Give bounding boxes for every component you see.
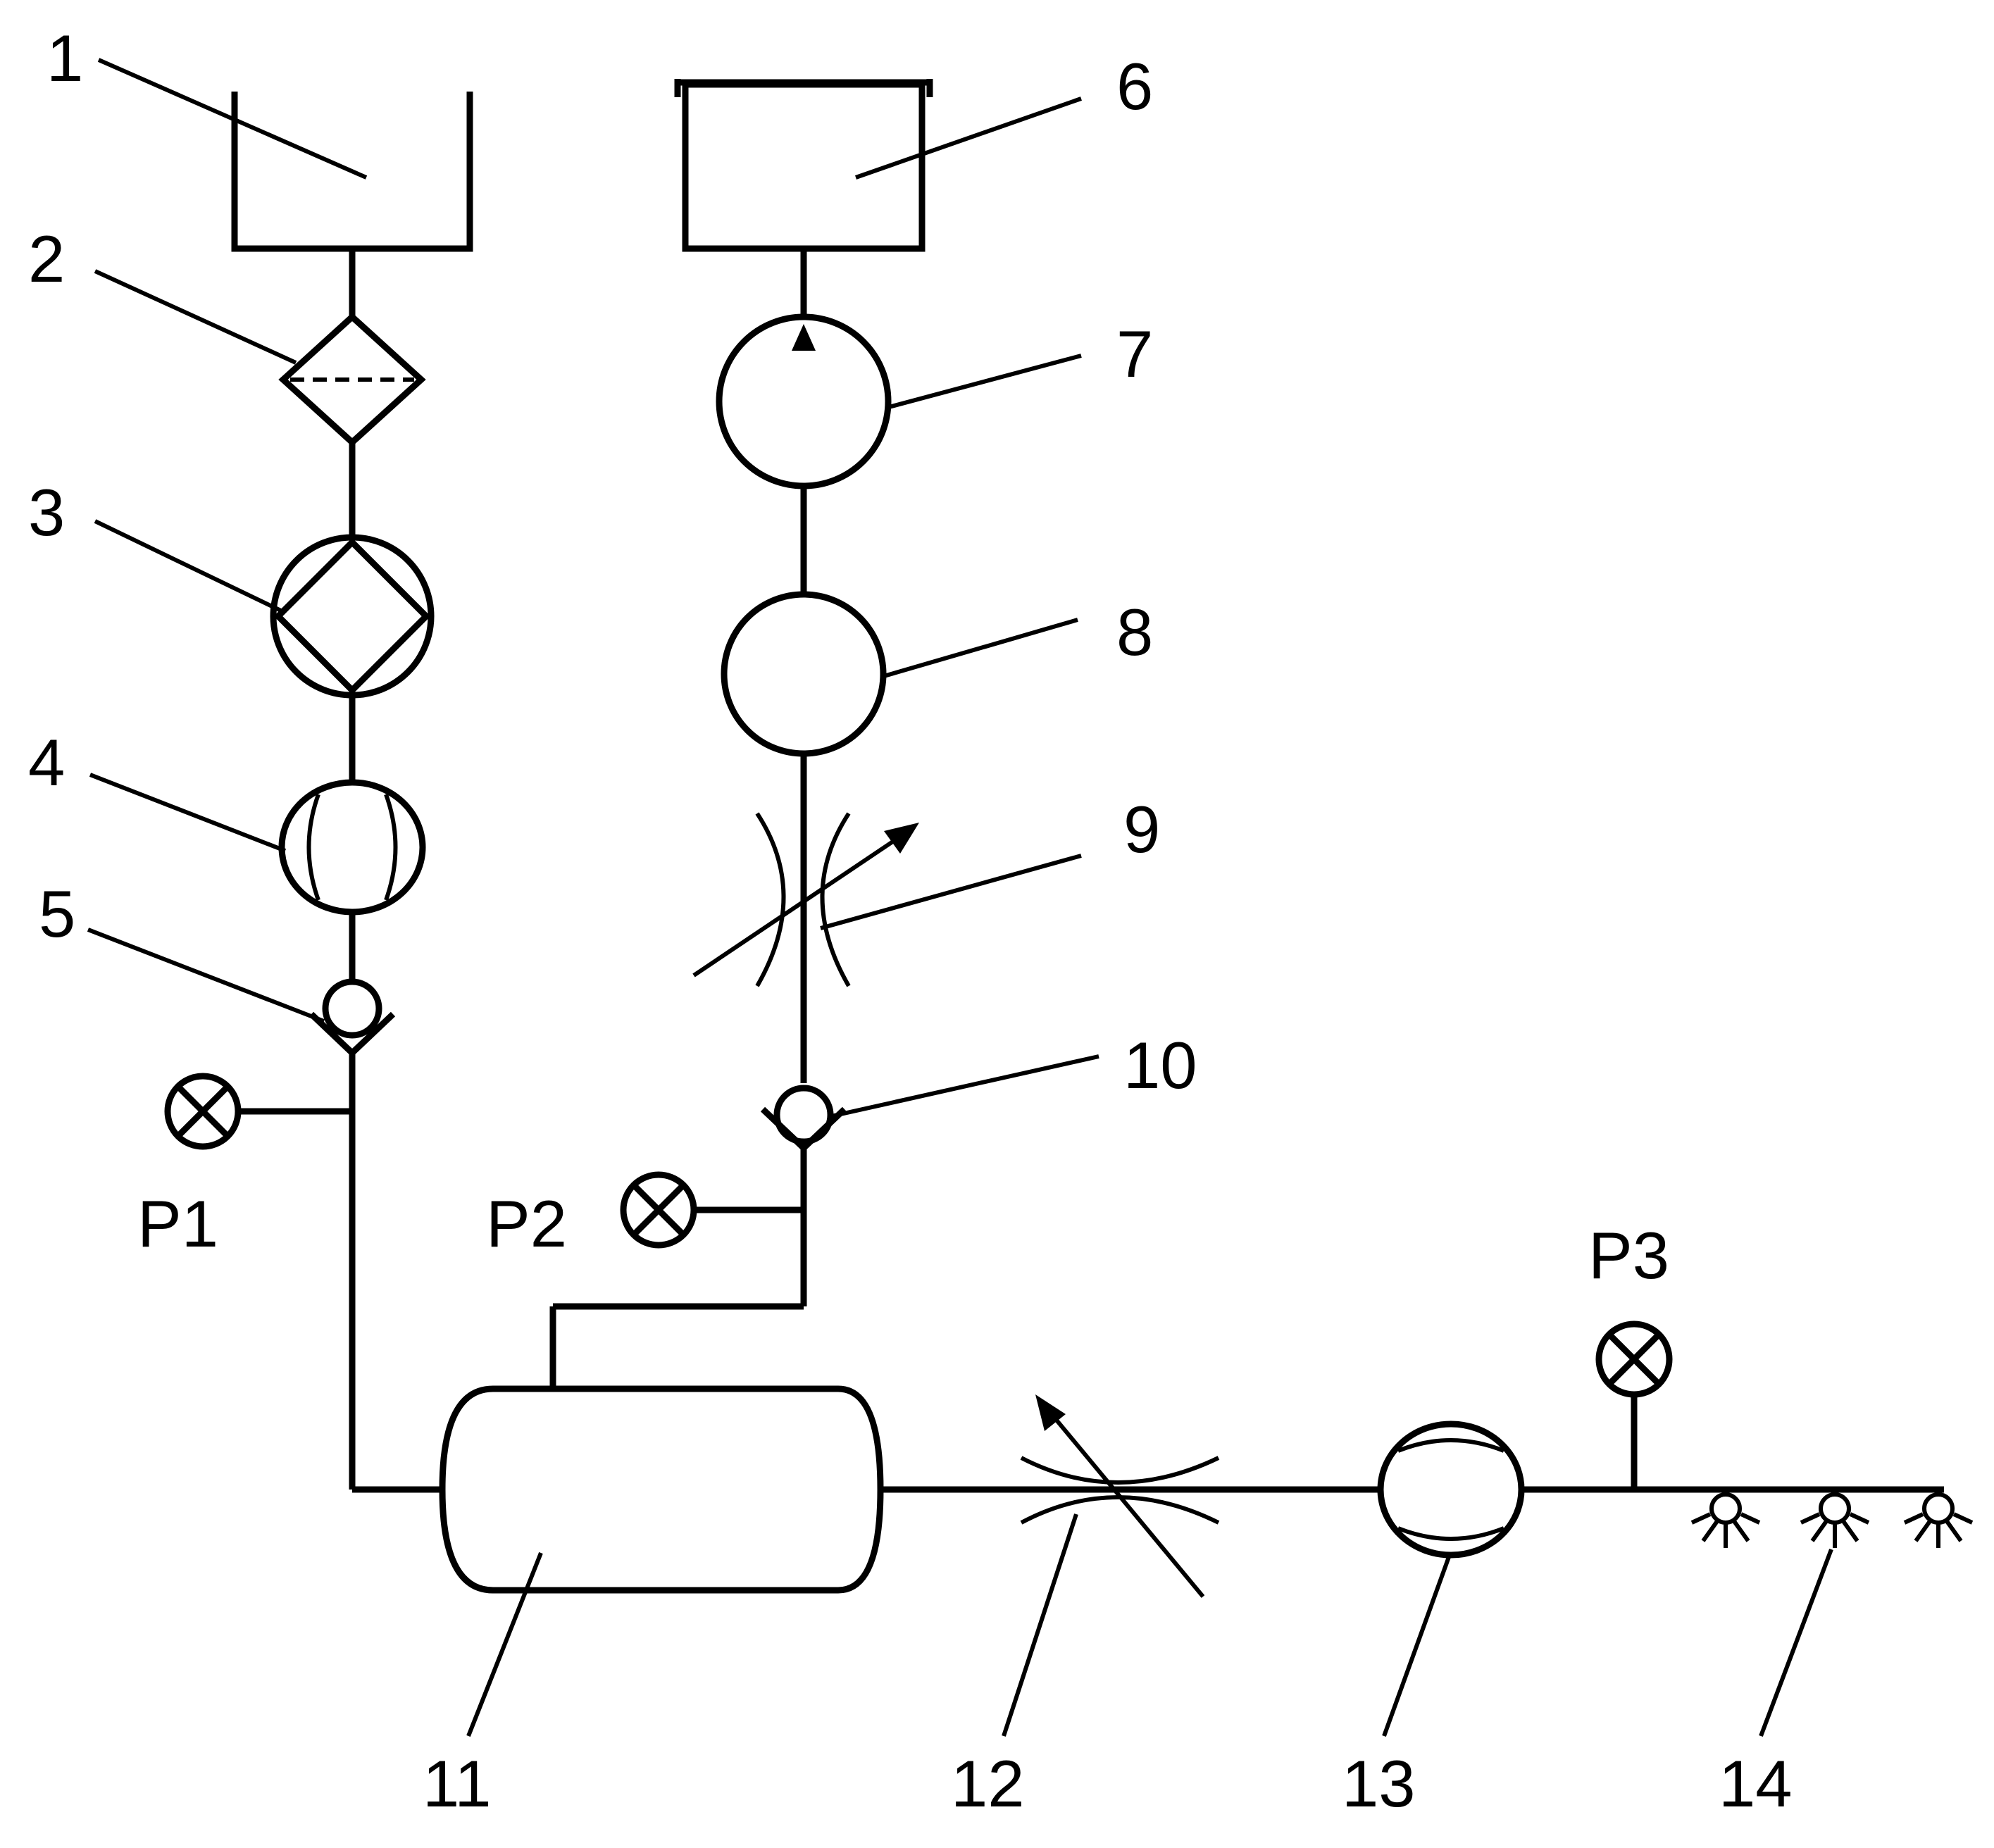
leader-lines — [87, 58, 1833, 1737]
spray-nozzles-14 — [1690, 1492, 1974, 1548]
middle-supply-pipe — [549, 249, 807, 1389]
gauge-label-p3: P3 — [1588, 1218, 1669, 1292]
flowmeter-4 — [278, 779, 426, 916]
label-13: 13 — [1342, 1747, 1416, 1821]
pump-3 — [270, 534, 435, 699]
label-2: 2 — [28, 222, 65, 296]
pressure-gauge-p3 — [1595, 1321, 1673, 1490]
label-7: 7 — [1116, 317, 1153, 391]
nozzle-3 — [1903, 1492, 1974, 1548]
circle-unit-8 — [721, 591, 887, 757]
label-9: 9 — [1123, 792, 1160, 866]
left-supply-pipe — [349, 249, 442, 1493]
compressor-7 — [716, 313, 892, 489]
pressure-gauge-p1 — [164, 1073, 352, 1150]
gauge-label-p1: P1 — [137, 1187, 218, 1261]
label-14: 14 — [1719, 1747, 1793, 1821]
label-3: 3 — [28, 475, 65, 549]
label-10: 10 — [1123, 1028, 1197, 1102]
label-4: 4 — [28, 725, 65, 799]
adjustable-throttle-12 — [1020, 1394, 1220, 1598]
label-5: 5 — [39, 877, 75, 951]
check-valve-5 — [309, 978, 396, 1058]
label-1: 1 — [46, 21, 83, 95]
mixing-tank-11 — [439, 1385, 884, 1594]
nozzle-1 — [1690, 1492, 1761, 1548]
label-6: 6 — [1116, 49, 1153, 123]
label-8: 8 — [1116, 595, 1153, 669]
nozzle-2 — [1800, 1492, 1870, 1548]
flowmeter-13 — [1377, 1421, 1525, 1559]
check-valve-10 — [760, 1085, 847, 1153]
filter-2 — [278, 312, 426, 447]
label-11: 11 — [423, 1747, 492, 1821]
label-12: 12 — [951, 1747, 1025, 1821]
gauge-label-p2: P2 — [486, 1187, 567, 1261]
adjustable-throttle-9 — [692, 812, 919, 987]
pressure-gauge-p2 — [620, 1171, 804, 1249]
